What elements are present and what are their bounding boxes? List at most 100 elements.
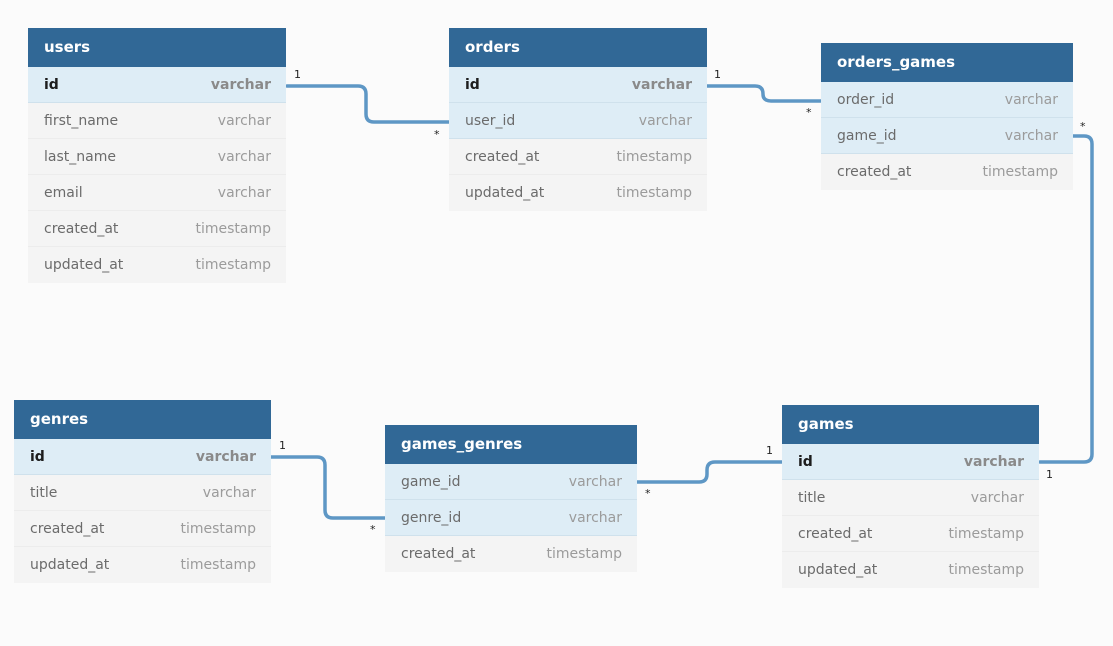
field-row[interactable]: created_at timestamp [821, 154, 1073, 190]
card-games-og-to: * [1080, 120, 1086, 133]
field-type: timestamp [616, 148, 692, 165]
field-type: varchar [202, 484, 256, 501]
field-row[interactable]: game_id varchar [821, 118, 1073, 154]
field-type: varchar [195, 448, 256, 465]
field-row[interactable]: title varchar [14, 475, 271, 511]
field-name: order_id [837, 91, 895, 108]
field-name: updated_at [465, 185, 545, 201]
field-name: id [798, 453, 813, 470]
field-row[interactable]: order_id varchar [821, 82, 1073, 118]
field-row[interactable]: created_at timestamp [385, 536, 637, 572]
card-users-orders-to: * [434, 128, 440, 141]
field-row[interactable]: created_at timestamp [14, 511, 271, 547]
field-row[interactable]: email varchar [28, 175, 286, 211]
field-type: timestamp [948, 525, 1024, 542]
field-type: varchar [631, 76, 692, 93]
field-type: timestamp [948, 562, 1024, 578]
field-name: updated_at [798, 562, 878, 578]
field-name: id [30, 448, 45, 465]
field-name: created_at [465, 148, 540, 165]
field-name: id [465, 76, 480, 93]
field-type: varchar [1004, 91, 1058, 108]
field-name: id [44, 76, 59, 93]
table-title: games [782, 405, 1039, 444]
field-row[interactable]: updated_at timestamp [14, 547, 271, 583]
link-users-orders [285, 84, 452, 124]
field-row[interactable]: last_name varchar [28, 139, 286, 175]
table-title: games_genres [385, 425, 637, 464]
field-type: varchar [217, 148, 271, 165]
card-users-orders-from: 1 [294, 68, 301, 81]
field-row[interactable]: updated_at timestamp [449, 175, 707, 211]
field-row[interactable]: created_at timestamp [782, 516, 1039, 552]
field-name: updated_at [30, 557, 110, 573]
field-type: varchar [217, 112, 271, 129]
field-type: timestamp [195, 220, 271, 237]
field-type: varchar [217, 184, 271, 201]
field-row[interactable]: game_id varchar [385, 464, 637, 500]
card-games-gg-to: * [645, 487, 651, 500]
field-name: created_at [837, 164, 912, 180]
field-type: varchar [568, 509, 622, 526]
field-name: last_name [44, 148, 116, 165]
field-type: timestamp [616, 185, 692, 201]
field-name: email [44, 184, 83, 201]
field-row[interactable]: updated_at timestamp [782, 552, 1039, 588]
field-type: varchar [1004, 127, 1058, 144]
field-name: title [798, 489, 826, 506]
card-orders-og-from: 1 [714, 68, 721, 81]
field-row[interactable]: id varchar [449, 67, 707, 103]
field-name: created_at [798, 525, 873, 542]
field-name: user_id [465, 112, 516, 129]
field-type: timestamp [180, 520, 256, 537]
table-title: users [28, 28, 286, 67]
field-row[interactable]: id varchar [782, 444, 1039, 480]
field-type: varchar [210, 76, 271, 93]
field-row[interactable]: created_at timestamp [28, 211, 286, 247]
field-row[interactable]: created_at timestamp [449, 139, 707, 175]
field-row[interactable]: title varchar [782, 480, 1039, 516]
field-type: varchar [638, 112, 692, 129]
field-row[interactable]: user_id varchar [449, 103, 707, 139]
field-name: created_at [44, 220, 119, 237]
field-type: varchar [970, 489, 1024, 506]
field-type: timestamp [982, 164, 1058, 180]
card-orders-og-to: * [806, 106, 812, 119]
field-name: game_id [837, 127, 897, 144]
field-name: created_at [30, 520, 105, 537]
table-title: orders [449, 28, 707, 67]
link-games-games-genres [635, 460, 784, 484]
field-name: title [30, 484, 58, 501]
field-row[interactable]: id varchar [28, 67, 286, 103]
field-type: timestamp [180, 557, 256, 573]
card-games-gg-from: 1 [766, 444, 773, 457]
field-type: varchar [963, 453, 1024, 470]
field-name: updated_at [44, 257, 124, 273]
link-orders-orders-games [705, 84, 823, 103]
table-orders[interactable]: orders id varchar user_id varchar created_… [449, 28, 707, 211]
field-name: game_id [401, 473, 461, 490]
card-genres-gg-from: 1 [279, 439, 286, 452]
card-genres-gg-to: * [370, 523, 376, 536]
link-genres-games-genres [269, 455, 387, 520]
field-row[interactable]: id varchar [14, 439, 271, 475]
field-name: genre_id [401, 509, 462, 526]
field-type: timestamp [546, 546, 622, 562]
link-games-orders-games [1038, 134, 1094, 464]
field-name: created_at [401, 546, 476, 562]
field-row[interactable]: updated_at timestamp [28, 247, 286, 283]
field-type: timestamp [195, 257, 271, 273]
table-title: genres [14, 400, 271, 439]
table-title: orders_games [821, 43, 1073, 82]
field-type: varchar [568, 473, 622, 490]
table-genres[interactable]: genres id varchar title varchar created_at… [14, 400, 271, 583]
card-games-og-from: 1 [1046, 468, 1053, 481]
field-row[interactable]: genre_id varchar [385, 500, 637, 536]
